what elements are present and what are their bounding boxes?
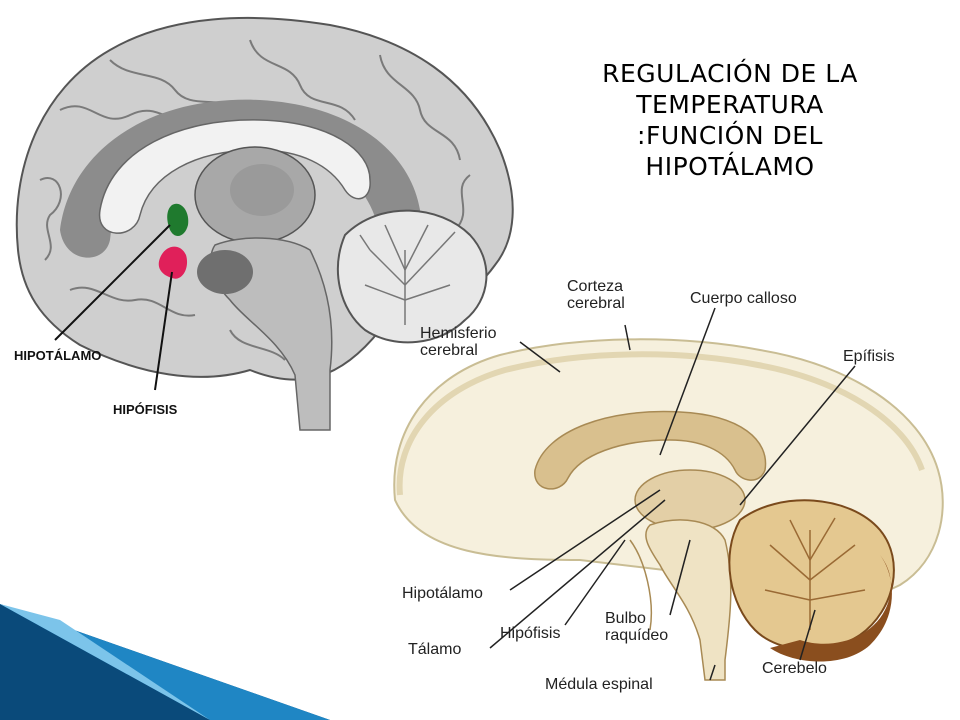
label-hemisphere-line-2: cerebral: [420, 342, 478, 359]
gray-gyri: [39, 39, 471, 361]
label-gray-pituitary: HIPÓFISIS: [113, 402, 178, 417]
label-pineal: Epífisis: [843, 348, 895, 365]
color-cerebellum-cortex: [770, 555, 892, 662]
label-gray-hypothalamus: HIPOTÁLAMO: [14, 348, 102, 363]
label-hypothalamus: Hipotálamo: [402, 585, 483, 602]
leader-line-cortex: [624, 324, 631, 351]
gray-thalamus-inner: [230, 164, 294, 216]
label-cortex: Corteza cerebral: [567, 278, 625, 312]
leader-line-medulla: [669, 539, 691, 616]
ribbon-light: [0, 604, 210, 720]
leader-line-cerebellum: [799, 609, 816, 661]
label-cortex-line-1: Corteza: [567, 278, 624, 295]
gray-midbrain-nucleus: [197, 250, 253, 294]
leader-line-gray-pituitary: [154, 271, 173, 391]
leader-line-hypothalamus: [509, 489, 661, 591]
label-medulla-line-2: raquídeo: [605, 627, 669, 644]
title-line-2: TEMPERATURA: [636, 90, 824, 119]
gray-corpus-callosum: [99, 119, 371, 234]
color-arbor-vitae: [764, 517, 866, 630]
color-leader-lines: [489, 307, 856, 681]
leader-line-corpus-callosum: [659, 307, 716, 456]
label-cortex-line-2: cerebral: [567, 295, 625, 312]
label-hemisphere: Hemisferio cerebral: [420, 325, 496, 359]
label-thalamus: Tálamo: [408, 641, 462, 658]
color-brainstem: [645, 519, 732, 681]
gray-hypothalamus-region: [167, 203, 189, 237]
label-medulla: Bulbo raquídeo: [605, 610, 668, 644]
slide-title: REGULACIÓN DE LA TEMPERATURA :FUNCIÓN DE…: [560, 58, 900, 182]
label-spinal-cord: Médula espinal: [545, 676, 653, 693]
leader-line-pineal: [739, 365, 856, 506]
leader-line-spinal-cord: [709, 664, 716, 681]
label-cerebellum: Cerebelo: [762, 660, 827, 677]
color-cortex-rim: [396, 351, 925, 496]
label-hemisphere-line-1: Hemisferio: [420, 325, 497, 342]
gray-arbor-vitae: [359, 224, 456, 325]
leader-line-pituitary: [564, 539, 626, 626]
color-cerebellum: [728, 499, 895, 651]
title-line-4: HIPOTÁLAMO: [645, 152, 815, 181]
leader-line-hemisphere: [519, 341, 561, 373]
title-line-3: :FUNCIÓN DEL: [637, 121, 823, 150]
color-hypothalamus-outline: [629, 539, 653, 631]
color-corpus-callosum: [534, 410, 767, 490]
label-medulla-line-1: Bulbo: [605, 610, 646, 627]
ribbon-mid: [0, 604, 330, 720]
gray-pituitary-region: [158, 246, 188, 279]
title-line-1: REGULACIÓN DE LA: [602, 59, 858, 88]
label-pituitary: Hipófisis: [500, 625, 561, 642]
leader-line-thalamus: [489, 499, 666, 649]
leader-line-gray-hypothalamus: [54, 224, 171, 341]
label-corpus-callosum: Cuerpo calloso: [690, 290, 797, 307]
